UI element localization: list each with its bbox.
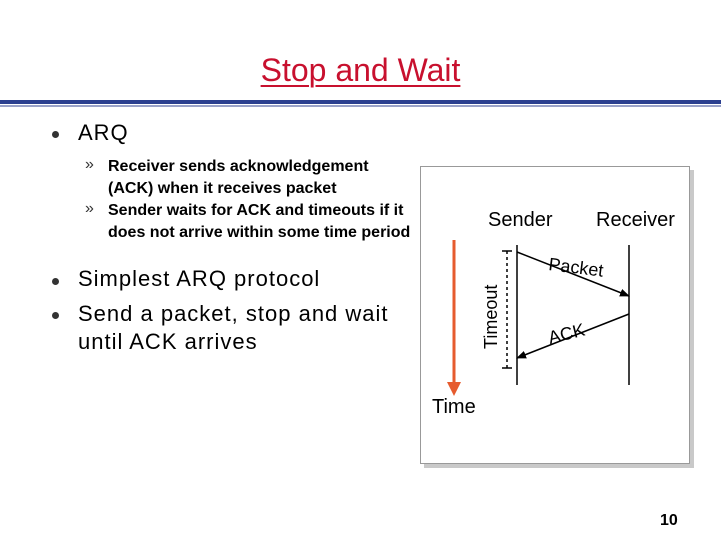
bullet-dot-send bbox=[52, 312, 59, 319]
bullet-send-packet: Send a packet, stop and wait until ACK a… bbox=[78, 301, 389, 354]
bullet-simplest-arq: Simplest ARQ protocol bbox=[78, 266, 321, 291]
packet-label: Packet bbox=[548, 254, 605, 281]
ack-arrow bbox=[516, 313, 630, 359]
sub-bullet-receiver-ack: Receiver sends acknowledgement (ACK) whe… bbox=[108, 158, 369, 197]
packet-arrow bbox=[516, 251, 630, 297]
page-number: 10 bbox=[660, 512, 678, 529]
title-rule bbox=[0, 100, 721, 104]
bullet-dot-arq bbox=[52, 131, 59, 138]
sub-bullet-marker: » bbox=[85, 200, 94, 217]
sub-bullet-sender-timeout: Sender waits for ACK and timeouts if it … bbox=[108, 202, 411, 241]
diagram-panel bbox=[420, 166, 690, 464]
time-arrowhead bbox=[447, 382, 461, 396]
sub-bullet-marker: » bbox=[85, 156, 94, 173]
title-rule-secondary bbox=[0, 105, 721, 107]
slide-title: Stop and Wait bbox=[260, 52, 461, 88]
sender-label: Sender bbox=[488, 209, 553, 231]
bullet-dot-simplest bbox=[52, 278, 59, 285]
receiver-label: Receiver bbox=[596, 209, 675, 231]
timeout-label: Timeout bbox=[481, 285, 501, 349]
ack-label: ACK bbox=[546, 320, 587, 348]
bullet-arq: ARQ bbox=[78, 120, 129, 145]
time-label: Time bbox=[432, 396, 476, 418]
